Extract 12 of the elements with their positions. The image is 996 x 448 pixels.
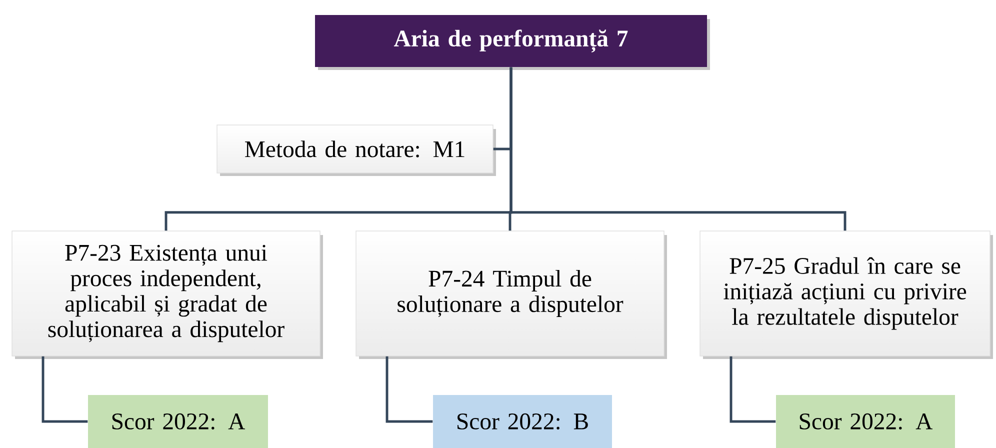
score-box: Scor 2022: B: [433, 395, 612, 448]
method-box: Metoda de notare: M1: [216, 124, 496, 176]
connector-line: [386, 356, 433, 423]
score-box: Scor 2022: A: [776, 395, 955, 448]
connector-line: [510, 67, 846, 231]
criterion-box: P7-24 Timpul de soluționare a disputelor: [356, 230, 667, 359]
criterion-box: P7-25 Gradul în care se inițiază acțiuni cu privire la rezultatele disputelor: [700, 230, 993, 359]
connector-line: [730, 356, 776, 423]
connector-line: [42, 356, 88, 423]
score-box: Scor 2022: A: [88, 395, 268, 448]
title-box: Aria de performanță 7: [315, 15, 710, 70]
criterion-box: P7-23 Existența unui proces independent, aplicabil și gradat de soluționarea a disputelor: [12, 230, 323, 359]
